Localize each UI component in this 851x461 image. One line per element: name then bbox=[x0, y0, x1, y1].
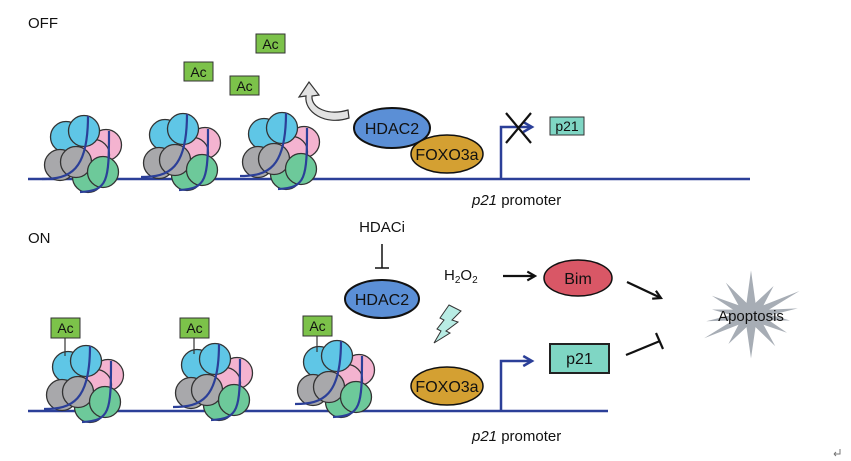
paragraph-mark-icon bbox=[833, 449, 841, 457]
svg-text:Apoptosis: Apoptosis bbox=[718, 308, 784, 325]
dna-wrap bbox=[81, 360, 113, 424]
acetyl-tag: Ac bbox=[183, 61, 214, 82]
svg-text:FOXO3a: FOXO3a bbox=[415, 147, 478, 164]
nucleosomes bbox=[43, 339, 376, 424]
p21-gene-box: p21 bbox=[549, 116, 585, 136]
dna-wrap bbox=[79, 130, 111, 194]
nucleosome bbox=[43, 344, 125, 424]
histone bbox=[190, 373, 224, 407]
p21-promoter-label: p21 promoter bbox=[471, 428, 561, 445]
off-label: OFF bbox=[28, 15, 58, 32]
hdac2-node: HDAC2 bbox=[353, 107, 431, 149]
dna-wrap bbox=[41, 115, 90, 181]
histone bbox=[320, 339, 354, 373]
dna-wrap bbox=[239, 112, 288, 178]
histone bbox=[312, 370, 346, 404]
histone bbox=[61, 375, 95, 409]
nucleosome bbox=[294, 339, 376, 419]
svg-text:Ac: Ac bbox=[57, 320, 73, 336]
histone bbox=[284, 152, 318, 186]
foxo3a-node: FOXO3a bbox=[410, 134, 484, 174]
dna-wrap bbox=[140, 113, 189, 179]
blocked-x-icon bbox=[505, 112, 532, 144]
nucleosome bbox=[41, 114, 123, 194]
hdaci-label: HDACi bbox=[359, 219, 405, 236]
histone bbox=[67, 114, 101, 148]
bim-node: Bim bbox=[543, 259, 613, 297]
inhibition-icon bbox=[625, 332, 665, 357]
histone bbox=[217, 383, 251, 417]
inhibition-icon bbox=[375, 244, 389, 269]
foxo3a-node: FOXO3a bbox=[410, 366, 484, 406]
dna-wrap bbox=[332, 355, 364, 419]
acetyl-tag: Ac bbox=[179, 317, 210, 354]
dna-wrap bbox=[172, 343, 221, 409]
svg-text:FOXO3a: FOXO3a bbox=[415, 379, 478, 396]
acetyl-tag: Ac bbox=[302, 315, 333, 352]
acetyl-tag: Ac bbox=[255, 33, 286, 54]
histone bbox=[339, 380, 373, 414]
histone bbox=[88, 385, 122, 419]
promoter-arrow-icon bbox=[499, 120, 535, 179]
svg-text:p21: p21 bbox=[555, 118, 579, 134]
svg-text:Ac: Ac bbox=[309, 318, 325, 334]
dna-wrap bbox=[294, 340, 343, 406]
histone bbox=[69, 344, 103, 378]
histone bbox=[265, 111, 299, 145]
dna-wrap bbox=[43, 345, 92, 411]
on-panel: ON Ac Ac Ac HDACi HDAC2 bbox=[28, 219, 800, 445]
dna-wrap bbox=[178, 128, 210, 192]
histone bbox=[198, 342, 232, 376]
histone bbox=[257, 142, 291, 176]
svg-text:Ac: Ac bbox=[236, 78, 252, 94]
apoptosis-burst: Apoptosis bbox=[704, 270, 800, 359]
nucleosome bbox=[140, 112, 222, 192]
svg-text:Ac: Ac bbox=[262, 36, 278, 52]
svg-text:p21: p21 bbox=[566, 351, 593, 368]
histone bbox=[86, 155, 120, 189]
h2o2-label: H2O2 bbox=[444, 267, 478, 286]
promoter-arrow-icon bbox=[499, 354, 535, 411]
svg-text:Bim: Bim bbox=[564, 271, 592, 288]
dna-wrap bbox=[210, 358, 242, 422]
deacetylation-arrow-icon bbox=[297, 80, 350, 121]
p21-promoter-label: p21 promoter bbox=[471, 192, 561, 209]
svg-text:HDAC2: HDAC2 bbox=[365, 121, 419, 138]
histone bbox=[166, 112, 200, 146]
histone bbox=[59, 145, 93, 179]
off-panel: OFF Ac Ac Ac HDAC2 FOXO3a bbox=[28, 15, 750, 209]
svg-text:HDAC2: HDAC2 bbox=[355, 292, 409, 309]
on-label: ON bbox=[28, 230, 51, 247]
nucleosome bbox=[172, 342, 254, 422]
svg-text:Ac: Ac bbox=[186, 320, 202, 336]
activation-arrow-icon bbox=[626, 281, 664, 300]
lightning-bolt-icon bbox=[433, 304, 462, 344]
acetyl-tag: Ac bbox=[229, 75, 260, 96]
svg-text:Ac: Ac bbox=[190, 64, 206, 80]
dna-wrap bbox=[277, 127, 309, 191]
acetyl-tag: Ac bbox=[50, 317, 81, 356]
hdac2-node: HDAC2 bbox=[344, 279, 420, 319]
nucleosomes bbox=[41, 111, 321, 194]
p21-gene-box: p21 bbox=[549, 343, 610, 374]
histone bbox=[185, 153, 219, 187]
nucleosome bbox=[239, 111, 321, 191]
histone bbox=[158, 143, 192, 177]
